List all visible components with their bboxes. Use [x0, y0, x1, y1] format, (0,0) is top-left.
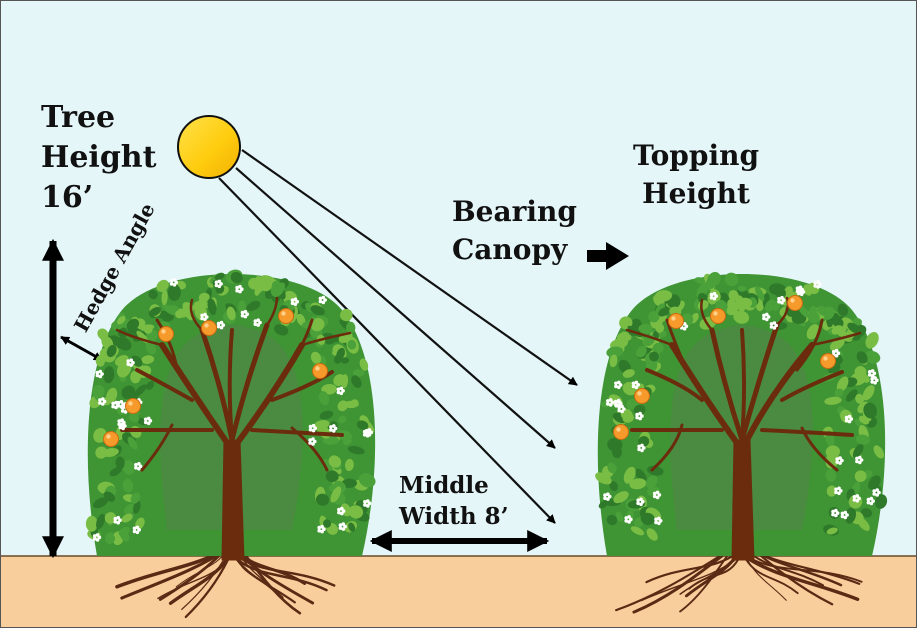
orange-fruit — [103, 431, 119, 447]
tree-branches — [115, 296, 352, 472]
middle-width-label-line-1: Middle — [399, 472, 489, 499]
middle-width-label-line-2: Width 8’ — [399, 503, 509, 530]
topping-height-label: Topping Height — [633, 137, 759, 213]
tree-height-label-line-2: Height — [41, 140, 157, 175]
orange-fruit — [710, 308, 726, 324]
tree-fruits — [613, 295, 836, 440]
sun-icon — [177, 115, 241, 179]
orange-fruit — [201, 320, 217, 336]
orange-fruit — [634, 388, 650, 404]
tree-trunk — [625, 296, 862, 561]
citrus-tree-right — [595, 271, 888, 614]
hedge-angle-arrow — [60, 335, 103, 362]
tree-roots — [615, 539, 863, 614]
tree-trunk — [115, 296, 352, 561]
tree-branches — [625, 296, 862, 472]
orange-fruit — [820, 353, 836, 369]
orange-fruit — [158, 326, 174, 342]
middle-width-label: Middle Width 8’ — [399, 470, 509, 532]
orange-fruit — [613, 424, 629, 440]
tree-blossoms — [603, 280, 881, 526]
orange-fruit — [278, 308, 294, 324]
bearing-canopy-arrow — [587, 242, 629, 270]
bearing-canopy-label-line-2: Canopy — [452, 233, 568, 266]
topping-height-label-line-2: Height — [642, 177, 750, 210]
bearing-canopy-label-line-1: Bearing — [452, 195, 577, 228]
orange-fruit — [125, 398, 141, 414]
sun-ray-arrow-lower — [218, 177, 556, 524]
sun-ray-arrow-middle — [235, 167, 556, 449]
orange-fruit — [312, 363, 328, 379]
orange-fruit — [668, 313, 684, 329]
tree-height-label-line-3: 16’ — [41, 180, 94, 215]
sunlight-arrows — [218, 149, 578, 524]
sun-ray-arrow-upper — [241, 149, 578, 386]
tree-fruits — [103, 308, 328, 447]
tree-height-label: Tree Height 16’ — [41, 98, 156, 218]
bearing-canopy-label: Bearing Canopy — [452, 193, 577, 269]
orange-fruit — [787, 295, 803, 311]
citrus-tree-left — [85, 269, 376, 619]
tree-height-label-line-1: Tree — [41, 100, 116, 135]
topping-height-label-line-1: Topping — [633, 139, 760, 172]
